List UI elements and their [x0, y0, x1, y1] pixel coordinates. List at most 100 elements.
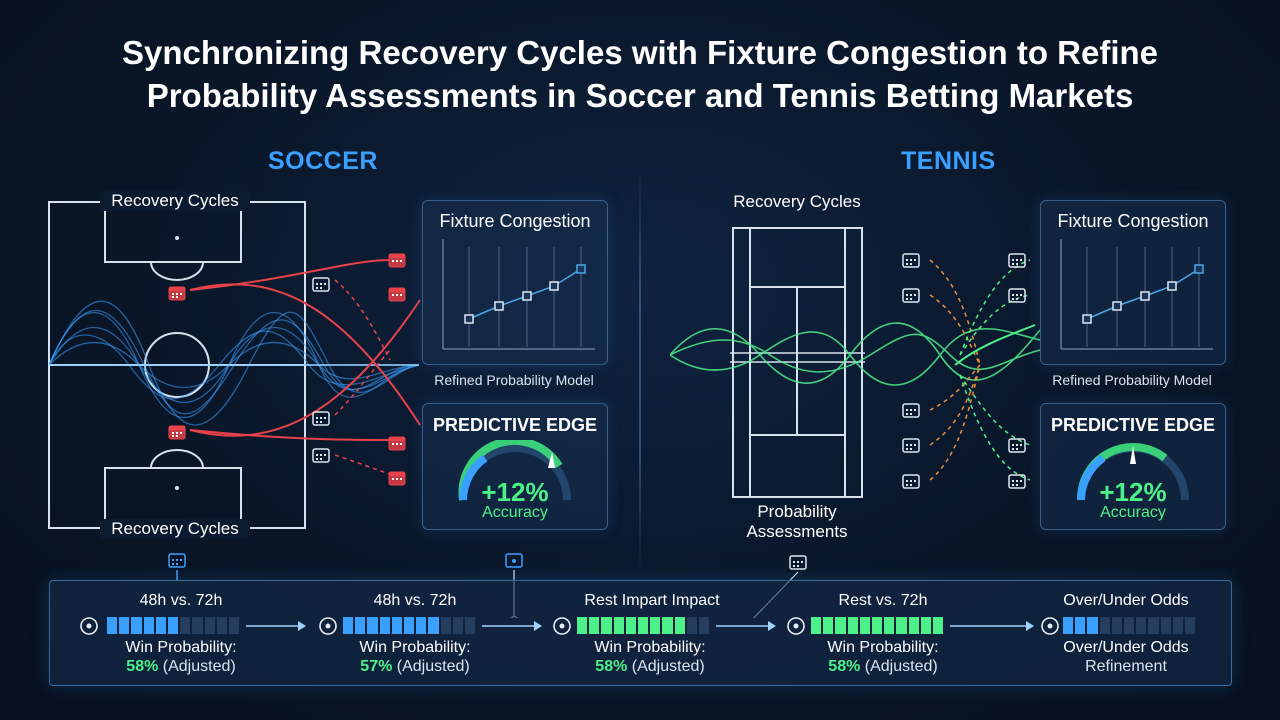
arrow-right-icon	[482, 621, 542, 631]
calendar-icon	[168, 286, 186, 301]
progress-segment	[625, 617, 636, 634]
panel-title: Fixture Congestion	[439, 211, 591, 231]
progress-segment	[884, 617, 895, 634]
progress-segment	[155, 617, 166, 634]
progress-segment	[932, 617, 944, 634]
progress-segment	[428, 617, 439, 634]
tennis-probability-label-line-2: Assessments	[746, 521, 848, 541]
progress-segment	[107, 617, 118, 634]
timeline-step-value-row: 58% (Adjusted)	[101, 658, 261, 676]
soccer-predictive-edge-panel: PREDICTIVE EDGE +12% Accuracy	[422, 403, 608, 530]
timeline-step-label: Rest vs. 72h	[838, 592, 928, 609]
calendar-icon	[902, 438, 920, 453]
calendar-icon	[388, 287, 406, 302]
calendar-icon	[902, 403, 920, 418]
arrow-right-icon	[950, 621, 1034, 631]
progress-segment	[391, 617, 402, 634]
timeline-step-bar	[577, 617, 710, 634]
tennis-probability-label-line-1: Probability	[757, 502, 837, 521]
progress-segment	[1148, 617, 1159, 634]
progress-segment	[379, 617, 390, 634]
calendar-icon	[168, 425, 186, 440]
progress-segment	[192, 617, 203, 634]
progress-segment	[1160, 617, 1171, 634]
calendar-icon	[902, 474, 920, 489]
timeline-step-note: (Adjusted)	[396, 658, 470, 675]
progress-segment	[859, 617, 870, 634]
progress-segment	[1087, 617, 1098, 634]
timeline-step-label: Rest Impart Impact	[584, 592, 720, 609]
progress-segment	[228, 617, 240, 634]
calendar-icon	[312, 277, 330, 292]
progress-segment	[601, 617, 612, 634]
edge-title: PREDICTIVE EDGE	[432, 415, 598, 435]
edge-gauge	[458, 440, 571, 501]
progress-segment	[1111, 617, 1122, 634]
timeline-step-value: 58%	[828, 658, 861, 675]
progress-segment	[686, 617, 697, 634]
target-icon	[80, 617, 98, 635]
progress-segment	[452, 617, 463, 634]
edge-value: +12%	[481, 477, 549, 507]
progress-segment	[167, 617, 179, 634]
progress-segment	[1063, 617, 1074, 634]
calendar-icon	[312, 411, 330, 426]
timeline-step-value-row: 57% (Adjusted)	[335, 658, 495, 676]
progress-segment	[440, 617, 451, 634]
soccer-recovery-label-top: Recovery Cycles	[100, 191, 250, 211]
arrow-right-icon	[716, 621, 776, 631]
timeline-step-value-row: 58% (Adjusted)	[803, 658, 963, 676]
progress-segment	[343, 617, 354, 634]
calendar-icon	[388, 253, 406, 268]
progress-segment	[416, 617, 427, 634]
progress-segment	[403, 617, 415, 634]
calendar-icon	[902, 253, 920, 268]
soccer-recovery-waves	[49, 300, 419, 426]
edge-caption: Accuracy	[482, 504, 548, 521]
edge-title: PREDICTIVE EDGE	[1050, 415, 1216, 435]
fixture-congestion-chart	[442, 239, 595, 350]
progress-segment	[674, 617, 685, 634]
target-icon	[787, 617, 805, 635]
timeline-step-sub: Over/Under Odds	[1063, 639, 1189, 656]
progress-segment	[131, 617, 142, 634]
progress-segment	[216, 617, 227, 634]
progress-segment	[835, 617, 846, 634]
timeline-step-value: 58%	[595, 658, 628, 675]
timeline-step-bar	[107, 617, 240, 634]
timeline-step-note: Refinement	[1085, 658, 1167, 675]
progress-segment	[823, 617, 834, 634]
timeline-step-note: (Adjusted)	[864, 658, 938, 675]
edge-gauge	[1076, 442, 1189, 501]
timeline-step-note: (Adjusted)	[631, 658, 705, 675]
timeline-step-sub: Win Probability:	[594, 639, 706, 656]
progress-segment	[1099, 617, 1110, 634]
progress-segment	[698, 617, 710, 634]
tennis-model-caption: Refined Probability Model	[1052, 372, 1212, 388]
title-line-1: Synchronizing Recovery Cycles with Fixtu…	[121, 34, 1159, 71]
timeline-step-sub: Win Probability:	[827, 639, 939, 656]
panel-title: Fixture Congestion	[1057, 211, 1209, 231]
calendar-icon	[1008, 438, 1026, 453]
timeline-step-sub: Win Probability:	[359, 639, 471, 656]
calendar-icon	[1008, 288, 1026, 303]
calendar-icon	[1008, 253, 1026, 268]
timeline-bar: 48h vs. 72h Win Probability: 58% (Adjust…	[49, 580, 1232, 686]
tennis-recovery-label: Recovery Cycles	[733, 192, 861, 211]
timeline-step-bar	[1063, 617, 1196, 634]
progress-segment	[871, 617, 883, 634]
soccer-fixture-congestion-panel: Fixture Congestion	[422, 200, 608, 365]
progress-segment	[589, 617, 600, 634]
edge-value: +12%	[1099, 477, 1167, 507]
progress-segment	[367, 617, 378, 634]
progress-segment	[847, 617, 858, 634]
progress-segment	[119, 617, 130, 634]
progress-segment	[662, 617, 673, 634]
progress-segment	[180, 617, 191, 634]
progress-segment	[1136, 617, 1147, 634]
tennis-fixture-congestion-panel: Fixture Congestion	[1040, 200, 1226, 365]
arrow-right-icon	[246, 621, 306, 631]
progress-segment	[637, 617, 649, 634]
progress-segment	[1184, 617, 1196, 634]
tennis-heading: TENNIS	[901, 147, 996, 175]
